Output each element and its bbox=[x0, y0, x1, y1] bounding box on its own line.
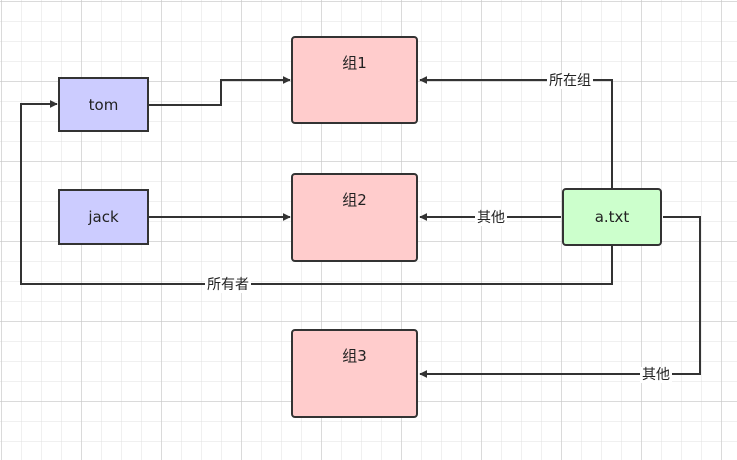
group-label-1: 组1 bbox=[342, 54, 367, 72]
group-node-3[interactable]: 组3 bbox=[291, 329, 418, 418]
group-label-2: 组2 bbox=[342, 191, 367, 209]
user-label-tom: tom bbox=[88, 95, 119, 114]
edge-tom-to-group1 bbox=[149, 76, 291, 106]
edge-file-to-group1 bbox=[419, 76, 613, 188]
user-node-tom[interactable]: tom bbox=[58, 77, 149, 132]
edge-label-others-group3: 其他 bbox=[640, 367, 672, 383]
group-node-1[interactable]: 组1 bbox=[291, 36, 418, 124]
edge-label-others-group2: 其他 bbox=[475, 210, 507, 226]
edge-file-to-group3 bbox=[419, 216, 701, 378]
group-label-3: 组3 bbox=[342, 347, 367, 365]
file-node-a-txt[interactable]: a.txt bbox=[562, 188, 662, 246]
edge-label-owner: 所有者 bbox=[205, 277, 251, 293]
group-node-2[interactable]: 组2 bbox=[291, 173, 418, 262]
edge-label-owning-group: 所在组 bbox=[547, 73, 593, 89]
user-node-jack[interactable]: jack bbox=[58, 189, 149, 245]
edge-file-to-tom bbox=[20, 100, 613, 285]
user-label-jack: jack bbox=[88, 208, 119, 226]
file-label-a-txt: a.txt bbox=[594, 208, 630, 226]
